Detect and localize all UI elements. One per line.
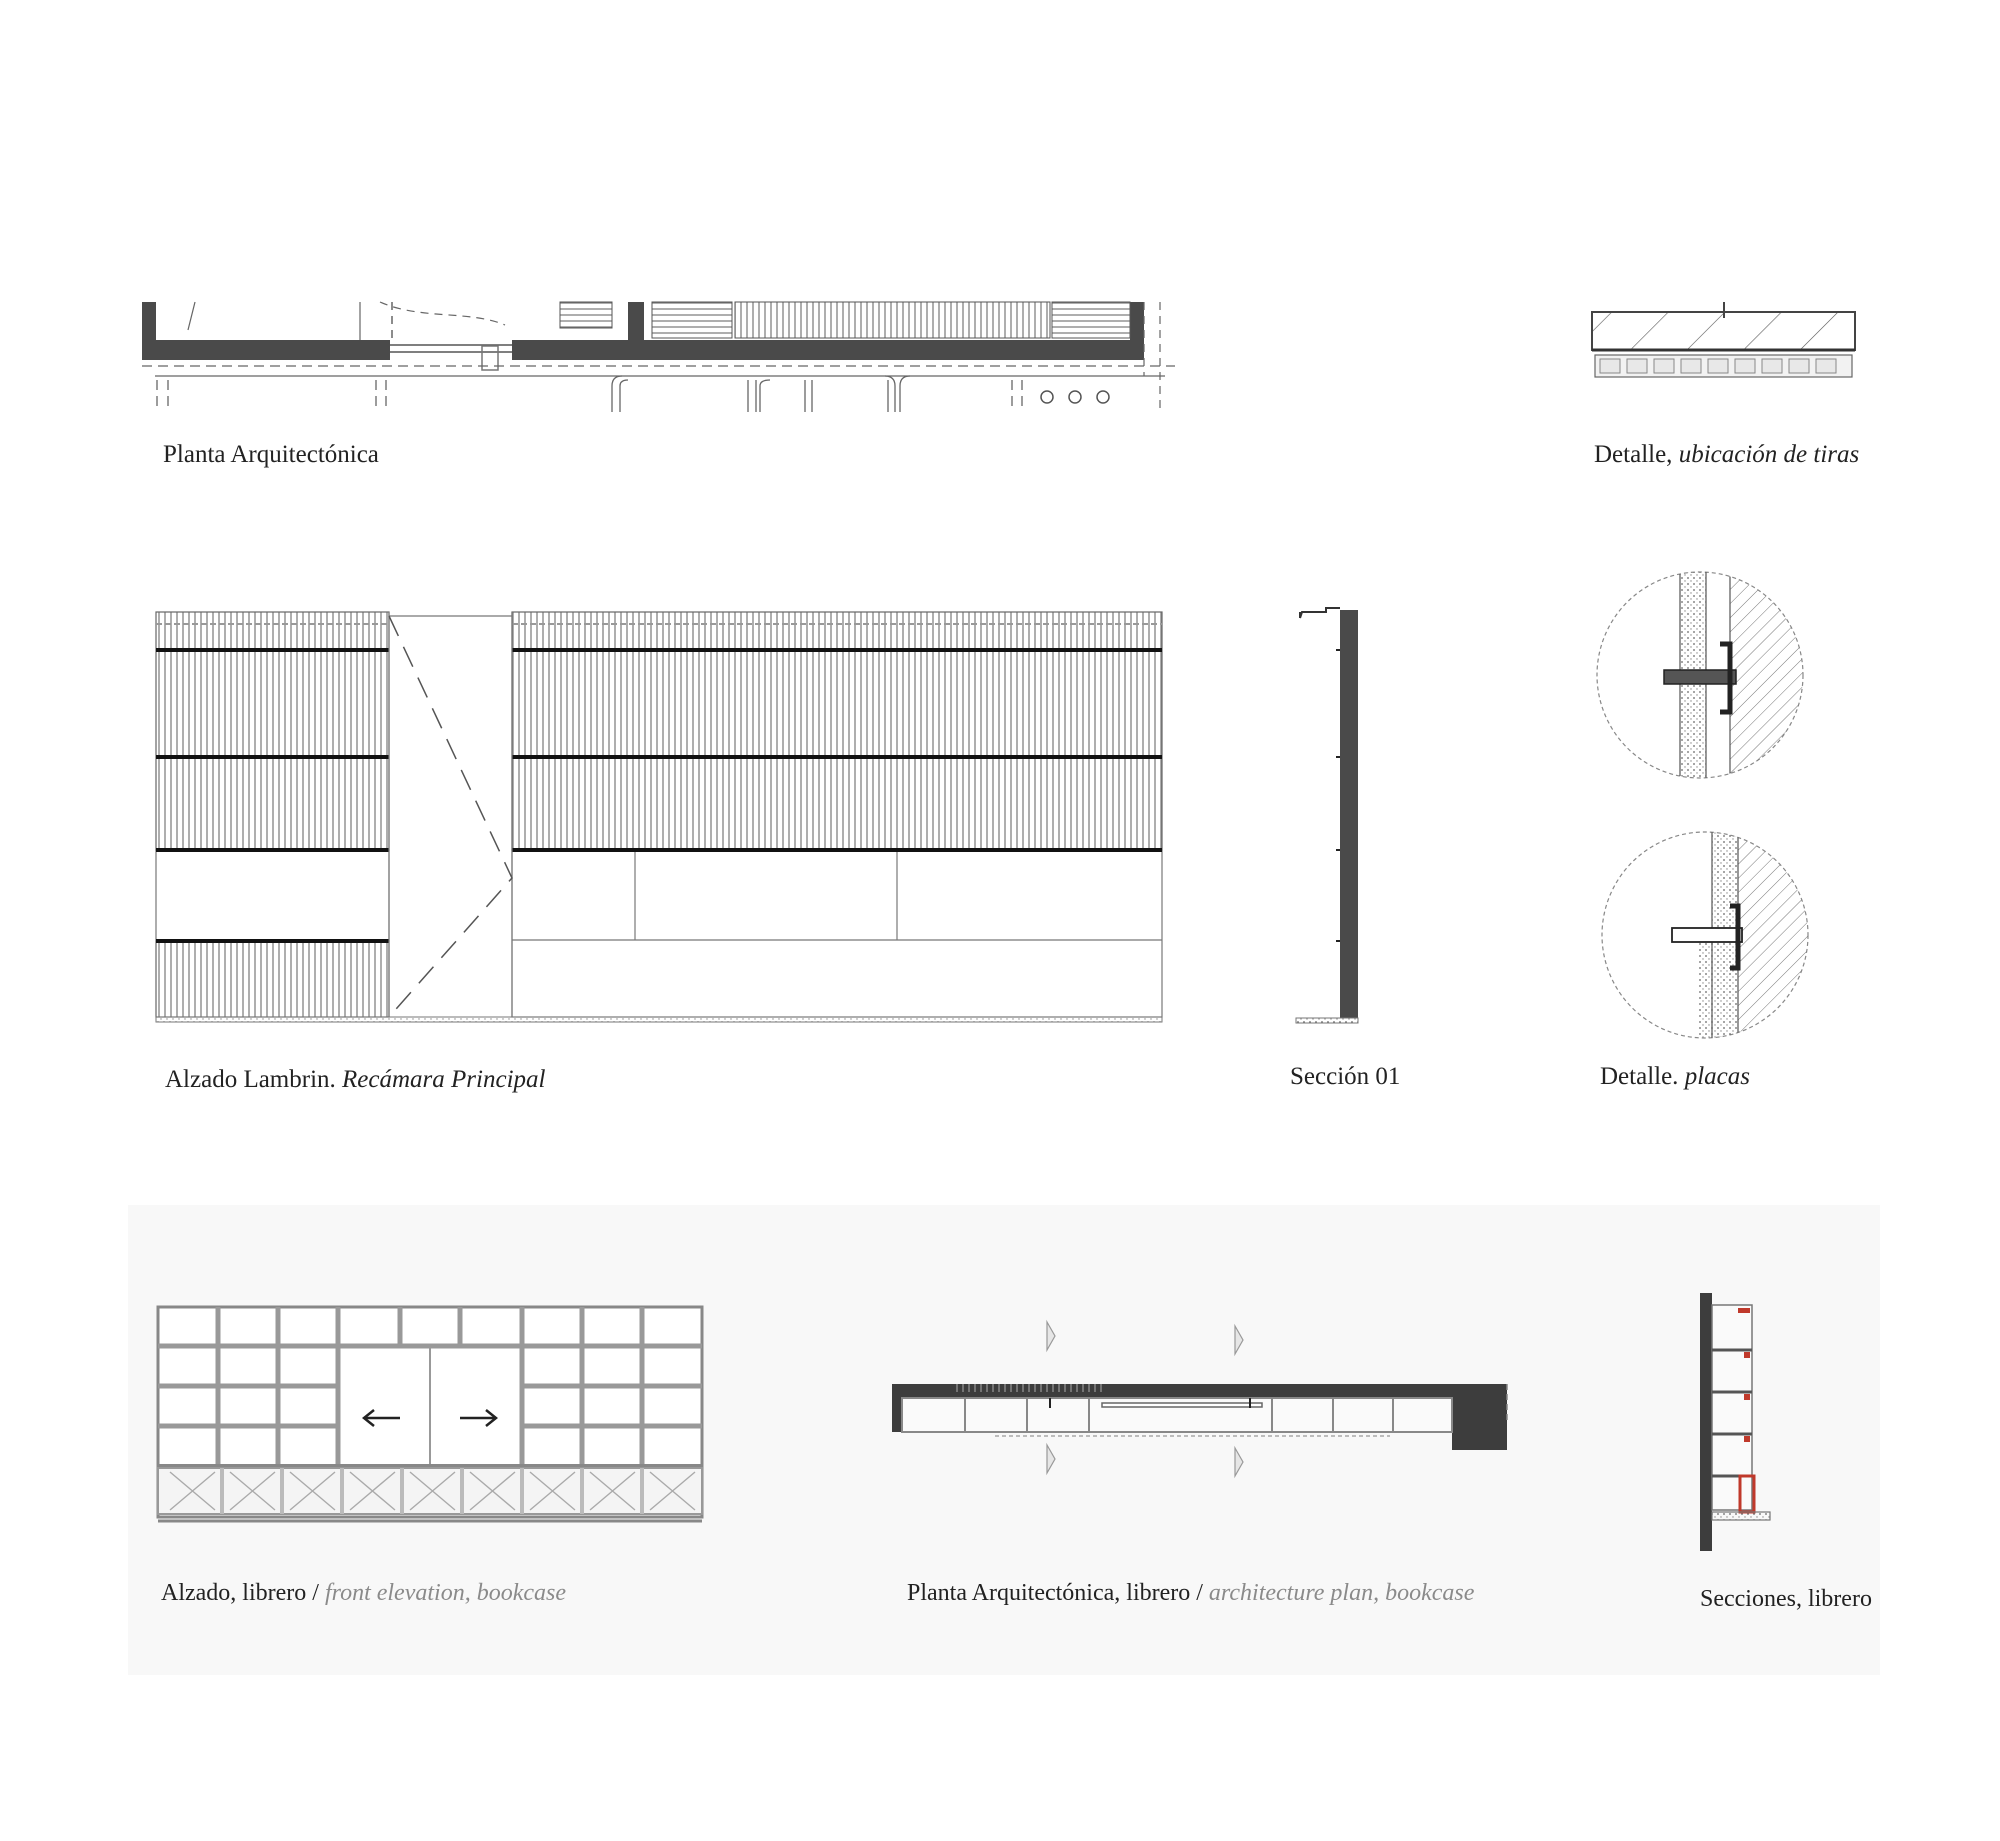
plates-detail-bottom	[1601, 831, 1809, 1039]
bookcase-section	[1700, 1293, 1771, 1551]
bookcase-elevation-caption-italic: front elevation, bookcase	[324, 1580, 566, 1606]
floor-plan-drawing	[142, 301, 1175, 412]
bookcase-sections-caption-text: Secciones, librero	[1700, 1586, 1872, 1612]
strip-detail-caption: Detalle, ubicación de tiras	[1594, 440, 1859, 470]
bookcase-plan-caption: Planta Arquitectónica, librero / archite…	[907, 1578, 1474, 1608]
paneling-elevation-caption: Alzado Lambrin. Recámara Principal	[165, 1065, 545, 1095]
paneling-caption-italic: Recámara Principal	[342, 1066, 546, 1093]
floor-plan-caption-text: Planta Arquitectónica	[163, 441, 379, 468]
bookcase-plan-caption-main: Planta Arquitectónica, librero	[907, 1580, 1197, 1606]
paneling-elevation	[155, 611, 1163, 1023]
section-caption: Sección 01	[1290, 1062, 1400, 1092]
plates-detail-top	[1596, 571, 1804, 779]
strip-detail-caption-main: Detalle,	[1594, 441, 1679, 468]
bookcase-plan	[892, 1319, 1508, 1479]
bookcase-elevation-caption-separator: /	[312, 1580, 325, 1606]
bookcase-plan-caption-italic: architecture plan, bookcase	[1208, 1580, 1475, 1606]
floor-plan-caption: Planta Arquitectónica	[163, 440, 379, 470]
plates-caption-main: Detalle.	[1600, 1063, 1685, 1090]
section-01-drawing	[1295, 607, 1359, 1024]
bookcase-elevation-caption-main: Alzado, librero	[161, 1580, 313, 1606]
plates-caption-italic: placas	[1684, 1063, 1750, 1090]
paneling-caption-main: Alzado Lambrin.	[165, 1066, 343, 1093]
bookcase-sections-caption: Secciones, librero	[1700, 1584, 1872, 1614]
strip-location-detail	[1591, 302, 1856, 378]
bookcase-plan-caption-separator: /	[1196, 1580, 1209, 1606]
strip-detail-caption-italic: ubicación de tiras	[1678, 441, 1860, 468]
plates-detail-caption: Detalle. placas	[1600, 1062, 1750, 1092]
section-caption-text: Sección 01	[1290, 1063, 1401, 1090]
bookcase-elevation	[156, 1305, 704, 1523]
bookcase-elevation-caption: Alzado, librero / front elevation, bookc…	[161, 1578, 566, 1608]
